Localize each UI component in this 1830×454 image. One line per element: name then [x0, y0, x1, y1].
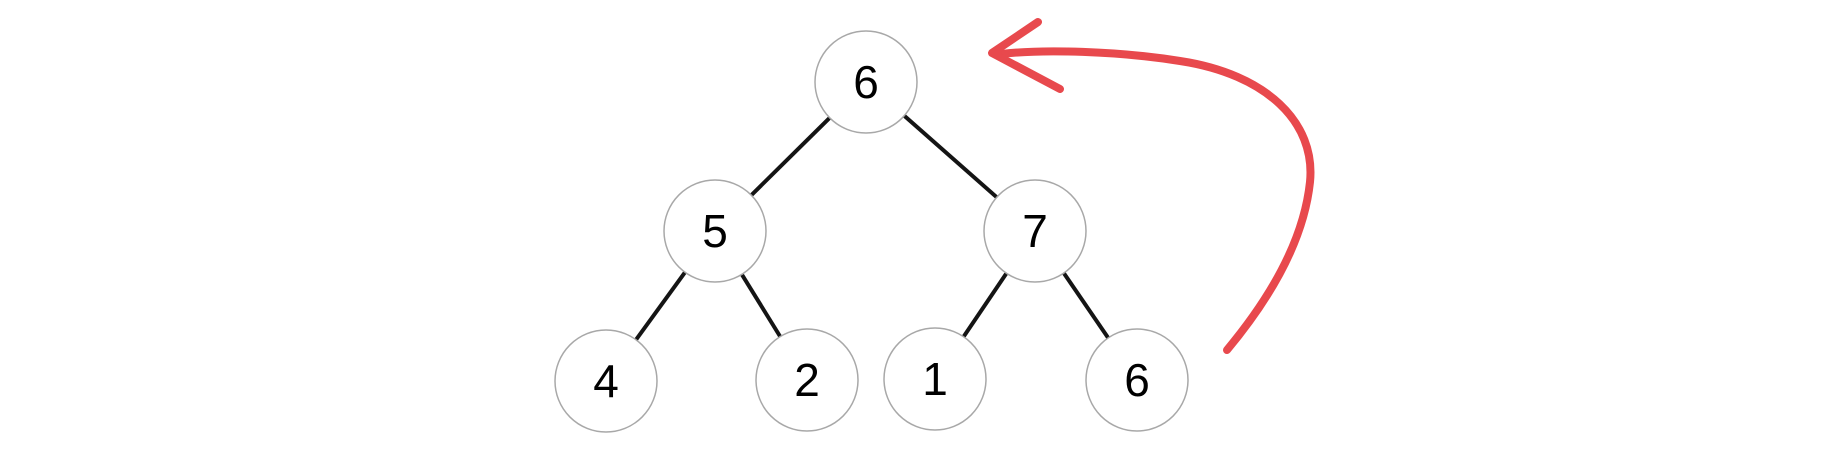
- tree-node-n-2: 2: [755, 328, 859, 432]
- node-circle: [755, 328, 859, 432]
- node-circle: [814, 30, 918, 134]
- node-label: 4: [593, 355, 619, 407]
- tree-node-n-1: 1: [883, 327, 987, 431]
- tree-node-n-root-6: 6: [814, 30, 918, 134]
- node-label: 5: [702, 205, 728, 257]
- tree-node-n-leaf-6: 6: [1085, 328, 1189, 432]
- node-circle: [1085, 328, 1189, 432]
- red-arrow-annotation: [988, 18, 1315, 354]
- arrowhead-icon: [988, 18, 1064, 93]
- node-label: 2: [794, 354, 820, 406]
- node-label: 7: [1022, 205, 1048, 257]
- tree-node-n-4: 4: [554, 329, 658, 433]
- node-label: 6: [1124, 354, 1150, 406]
- node-label: 1: [922, 353, 948, 405]
- node-circle: [663, 179, 767, 283]
- tree-node-n-7: 7: [983, 179, 1087, 283]
- node-circle: [554, 329, 658, 433]
- node-circle: [883, 327, 987, 431]
- tree-node-n-5: 5: [663, 179, 767, 283]
- arrow-curve: [998, 47, 1315, 354]
- tree-nodes-layer: 6 5 7 4 2 1 6: [554, 30, 1189, 433]
- node-label: 6: [853, 56, 879, 108]
- node-circle: [983, 179, 1087, 283]
